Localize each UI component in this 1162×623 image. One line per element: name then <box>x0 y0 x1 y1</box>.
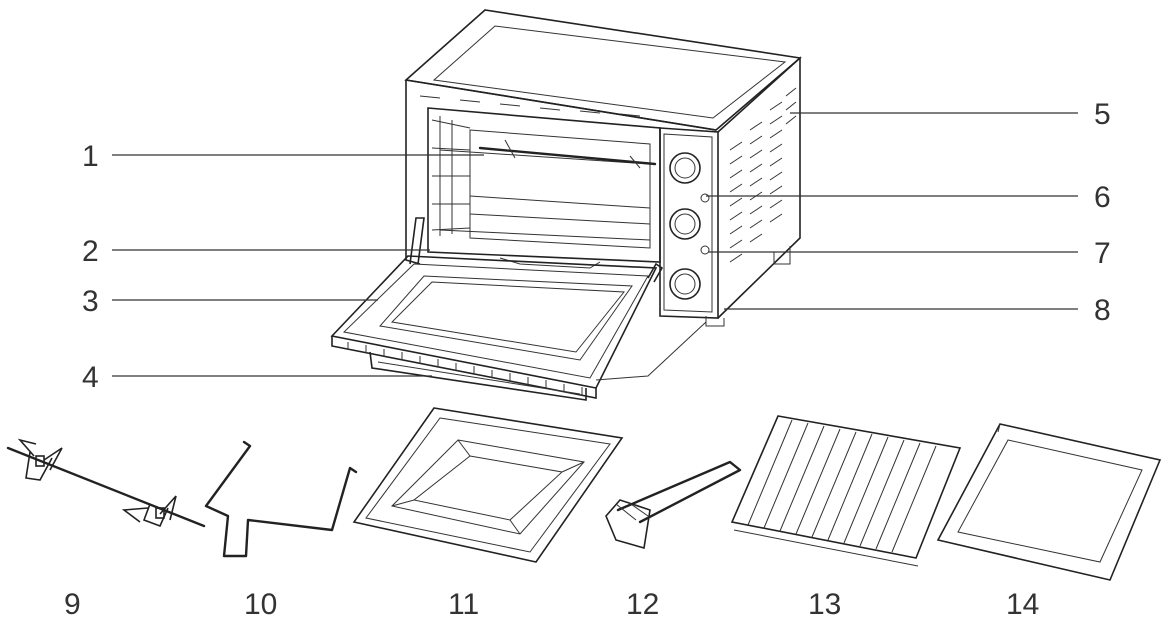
rotisserie-spit <box>6 438 206 528</box>
oven-body <box>404 9 802 327</box>
label-2: 2 <box>82 235 99 268</box>
label-14: 14 <box>1006 588 1039 621</box>
crumb-tray <box>936 423 1162 581</box>
indicator-light-2 <box>700 245 710 255</box>
label-7: 7 <box>1094 237 1111 270</box>
label-3: 3 <box>82 285 99 318</box>
knob-top <box>669 152 701 184</box>
leader-lines <box>112 112 1078 377</box>
tray-handle <box>204 440 358 558</box>
label-8: 8 <box>1094 294 1111 327</box>
knob-bottom <box>669 268 701 300</box>
label-10: 10 <box>244 588 277 621</box>
label-6: 6 <box>1094 181 1111 214</box>
label-1: 1 <box>82 140 99 173</box>
label-13: 13 <box>808 588 841 621</box>
label-4: 4 <box>82 361 99 394</box>
indicator-light <box>700 193 710 203</box>
oven-door <box>330 217 707 401</box>
rotisserie-handle <box>605 460 742 550</box>
label-9: 9 <box>64 588 81 621</box>
label-11: 11 <box>448 588 479 621</box>
side-vents <box>729 87 797 263</box>
wire-rack <box>730 415 962 567</box>
knob-middle <box>669 208 701 240</box>
label-5: 5 <box>1094 98 1111 131</box>
baking-tray <box>352 407 624 563</box>
label-12: 12 <box>626 588 659 621</box>
part-labels: 1 2 3 4 5 6 7 8 9 10 11 12 13 14 <box>64 98 1111 621</box>
